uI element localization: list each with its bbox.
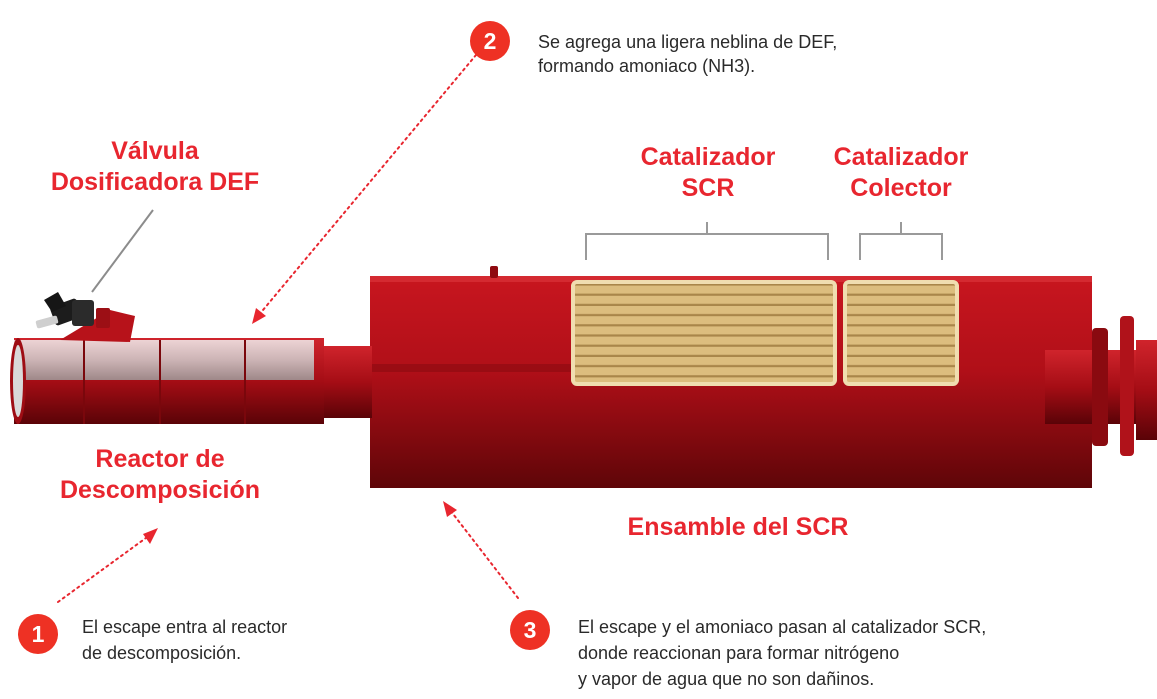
assembly-label-text: Ensamble del SCR [627,513,849,541]
reactor-label-line-1: Reactor de [95,445,225,473]
connector-pipe [320,346,372,418]
valve-label-line-2: Dosificadora DEF [50,168,260,196]
step-3-line-3: y vapor de agua que no son dañinos. [578,669,875,689]
valve-label: Válvula Dosificadora DEF [30,136,280,198]
scr-catalyst-bracket [585,222,829,260]
valve-label-line-1: Válvula [111,137,199,165]
arrow-step-2 [252,54,477,324]
arrow-step-1 [57,528,158,603]
def-dosing-valve [35,292,110,329]
reactor-label: Reactor de Descomposición [40,444,280,506]
scr-catalyst-label-line-2: SCR [681,174,735,202]
step-2-badge: 2 [470,21,510,61]
step-2-description: Se agrega una ligera neblina de DEF, for… [538,30,837,78]
step-2-line-2: formando amoniaco (NH3). [538,56,756,76]
valve-leader-line [91,209,154,293]
collector-catalyst-element [843,280,959,386]
scr-catalyst-label: Catalizador SCR [610,142,806,204]
step-1-badge: 1 [18,614,58,654]
scr-catalyst-element [571,280,837,386]
scr-catalyst-label-line-1: Catalizador [640,143,776,171]
collector-catalyst-bracket [859,222,943,260]
reactor-label-line-2: Descomposición [59,476,261,504]
collector-catalyst-label-line-2: Colector [850,174,952,202]
step-3-line-1: El escape y el amoniaco pasan al cataliz… [578,617,987,637]
step-1-description: El escape entra al reactor de descomposi… [82,614,287,666]
outlet-pipe [1045,316,1157,456]
assembly-label: Ensamble del SCR [568,512,908,543]
step-2-line-1: Se agrega una ligera neblina de DEF, [538,32,838,52]
collector-catalyst-label-line-1: Catalizador [833,143,969,171]
collector-catalyst-label: Catalizador Colector [808,142,994,204]
step-3-line-2: donde reaccionan para formar nitrógeno [578,643,900,663]
step-1-line-1: El escape entra al reactor [82,617,288,637]
step-3-badge: 3 [510,610,550,650]
step-1-line-2: de descomposición. [82,643,242,663]
arrow-step-3 [443,501,519,599]
decomposition-reactor [10,310,324,424]
step-3-description: El escape y el amoniaco pasan al cataliz… [578,614,986,692]
